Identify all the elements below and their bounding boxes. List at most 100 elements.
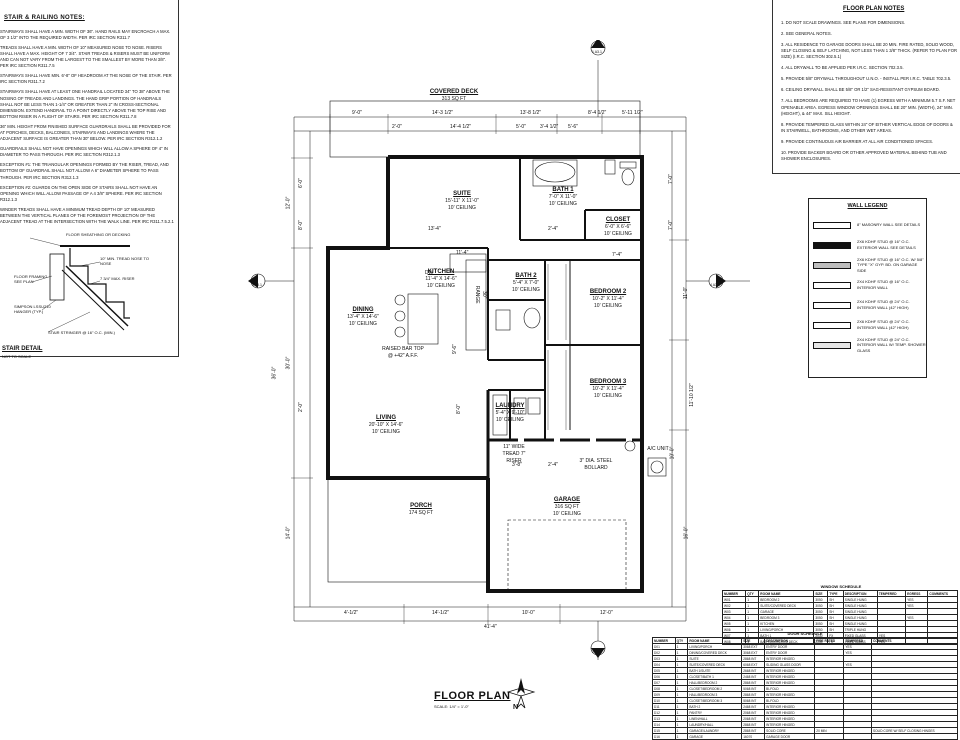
stair-note: 36" MIN. HEIGHT FROM FINISHED SURFACE GU…	[0, 123, 171, 142]
wall-legend-item: 2x4 KDHF STUD @ 24" O.C. INTERIOR WALL W…	[809, 335, 926, 355]
drawing-scale: SCALE: 1/4" = 1'-0"	[434, 704, 469, 709]
porch-outline	[327, 477, 489, 583]
floor-plan-note: 6. CEILING DRYWALL SHALL BE 5/8" OR 1/2"…	[781, 87, 940, 93]
table-cell: 1	[674, 733, 689, 740]
floor-plan-note: 5. PROVIDE 5/8" DRYWALL THROUGHOUT U.N.O…	[781, 76, 952, 82]
dim-top-outer-2: 14'-3 1/2"	[432, 110, 454, 116]
stair-callout-stringer: STAIR STRINGER @ 16" O.C. (MIN.)	[48, 330, 115, 335]
dim-interior-6: 9'-6"	[451, 344, 458, 354]
window-schedule-title: WINDOW SCHEDULE	[820, 584, 862, 589]
dim-interior-4: 7'-4"	[612, 252, 622, 258]
dim-top-inner-2: 14'-4 1/2"	[450, 124, 472, 130]
dim-top-outer-4: 8'-4 1/2"	[588, 110, 607, 116]
dishwasher-label: DW	[424, 270, 434, 276]
table-cell: D16	[652, 733, 676, 740]
dim-interior-8: 3'-8"	[512, 462, 522, 468]
floor-plan-note: 9. PROVIDE CONTINUOUS AIR BARRIER AT ALL…	[781, 138, 934, 144]
wall-legend-item: 2x6 KDHF STUD @ 24" O.C. INTERIOR WALL (…	[809, 315, 926, 335]
floor-plan-note: 2. SEE GENERAL NOTES.	[781, 30, 832, 36]
wall-legend-item: 2x4 KDHF STUD @ 16" O.C. INTERIOR WALL	[809, 275, 926, 295]
stair-callout-tread: 10" MIN. TREAD NOSE TO NOSE	[100, 256, 149, 266]
bollard-note: 3" DIA. STEEL BOLLARD	[579, 458, 613, 471]
wall-legend-title: WALL LEGEND	[847, 203, 888, 209]
dim-right-2: 7'-0"	[667, 220, 674, 230]
dim-top-inner-3: 5'-0"	[516, 124, 526, 130]
wall-type-swatch	[813, 221, 851, 229]
floor-plan-notes-title: FLOOR PLAN NOTES	[843, 6, 905, 12]
drawing-title-block: FLOOR PLAN SCALE: 1/4" = 1'-0"	[434, 690, 511, 709]
wall-legend: WALL LEGEND 8" MASONRY WALL SEE DETAILS 2…	[808, 198, 927, 378]
stair-callout-hanger: SIMPSON LSSU210 HANGER (TYP.)	[14, 304, 51, 314]
stair-tread-note: 11" WIDE TREAD 7" RISER	[502, 444, 526, 464]
dim-bottom-3: 10'-0"	[522, 610, 535, 616]
table-cell	[843, 733, 872, 740]
dim-right-5: 10'-0"	[669, 446, 676, 460]
stair-callout-sheathing: FLOOR SHEATHING OR DECKING	[66, 232, 131, 237]
wall-type-swatch	[813, 281, 851, 289]
wall-legend-label: 2x6 KDHF STUD @ 24" O.C. INTERIOR WALL (…	[857, 319, 910, 330]
interior-walls	[388, 157, 642, 440]
stair-note: EXCEPTION #1: THE TRIANGULAR OPENINGS FO…	[0, 162, 169, 180]
wall-type-swatch	[813, 321, 851, 329]
floor-plan-notes-list: 1. DO NOT SCALE DRAWINGS. SEE PLANS FOR …	[773, 20, 960, 163]
wall-legend-label: 8" MASONRY WALL SEE DETAILS	[857, 222, 921, 228]
dim-left-1: 6'-0"	[297, 178, 304, 188]
dim-right-4: 11'-10 1/2"	[688, 383, 695, 407]
dim-interior-2: 11'-4"	[456, 250, 469, 256]
dim-right-1: 7'-0"	[667, 174, 674, 184]
stair-note: GUARDRAILS SHALL NOT HAVE OPENINGS WHICH…	[0, 146, 168, 158]
dim-top-outer-5: 5'-11 1/2"	[622, 110, 643, 116]
section-mark-label-4: 4 A3.1	[710, 283, 720, 287]
stair-note: STAIRWAYS SHALL HAVE MIN. 6'-8" OF HEADR…	[0, 73, 172, 85]
dim-top-outer-1: 9'-0"	[352, 110, 362, 116]
wall-type-swatch	[813, 241, 851, 249]
section-mark-label-2: 2 A3.1	[592, 650, 602, 654]
wall-legend-label: 2x4 KDHF STUD @ 24" O.C. INTERIOR WALL W…	[857, 336, 926, 353]
floor-plan-notes: FLOOR PLAN NOTES 1. DO NOT SCALE DRAWING…	[772, 0, 960, 174]
dim-top-inner-5: 5'-6"	[568, 124, 578, 130]
dim-top-inner-1: 2'-0"	[392, 124, 402, 130]
floor-plan-note: 1. DO NOT SCALE DRAWINGS. SEE PLANS FOR …	[781, 19, 906, 25]
section-mark-label-3: 3 A3.1	[252, 283, 262, 287]
floor-plan-note: 10. PROVIDE BACKER BOARD OR OTHER APPROV…	[781, 150, 947, 162]
stair-note: EXCEPTION #2: GUARDS ON THE OPEN SIDE OF…	[0, 184, 162, 202]
table-cell: GARAGE	[687, 733, 743, 740]
room-name: COVERED DECK	[429, 89, 479, 95]
table-cell: GARAGE DOOR	[764, 733, 816, 740]
dim-bottom-1: 4'-1/2"	[344, 610, 359, 616]
section-mark-label-1: 1 A3.1	[592, 50, 602, 54]
ac-unit-label: A/C UNIT	[647, 446, 669, 452]
wall-legend-item: 2x6 KDHF STUD @ 16" O.C. EXTERIOR WALL S…	[809, 235, 926, 255]
door-schedule-title: DOOR SCHEDULE	[787, 631, 823, 636]
stair-note: STAIRWAYS SHALL HAVE A MIN. WIDTH OF 36"…	[0, 28, 171, 40]
dim-interior-1: 13'-4"	[428, 226, 441, 232]
wall-legend-label: 2x4 KDHF STUD @ 16" O.C. INTERIOR WALL	[857, 279, 910, 290]
wall-legend-item: 2x6 KDHF STUD @ 16" O.C. W/ 5/8" TYPE "X…	[809, 255, 926, 275]
room-bath-1: BATH 17'-0" x 11'-0"10' CEILING	[548, 187, 578, 207]
wall-legend-list: 8" MASONRY WALL SEE DETAILS 2x6 KDHF STUD…	[809, 215, 926, 355]
wall-type-swatch	[813, 261, 851, 269]
wall-legend-label: 2x6 KDHF STUD @ 16" O.C. W/ 5/8" TYPE "X…	[857, 256, 924, 273]
dim-bottom-overall: 41'-4"	[484, 624, 497, 630]
stair-note: WINDER TREADS SHALL HAVE A MINIMUM TREAD…	[0, 206, 174, 225]
dim-left-6: 36'-0"	[271, 366, 278, 380]
dim-interior-3: 2'-4"	[548, 226, 558, 232]
room-bath-2: BATH 25'-4" x 7'-0"10' CEILING	[512, 273, 540, 293]
closet-shelves	[547, 264, 567, 430]
drawing-title: FLOOR PLAN	[434, 690, 511, 702]
floor-plan-note: 3. ALL RESIDENCE TO GARAGE DOORS SHALL B…	[781, 41, 958, 60]
table-cell: 16070	[741, 733, 766, 740]
